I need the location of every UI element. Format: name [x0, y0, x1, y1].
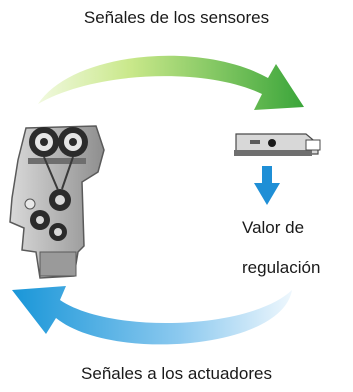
sensor-signals-label: Señales de los sensores — [83, 8, 270, 27]
sensor-signal-arrow — [38, 55, 304, 110]
regulation-value-arrow — [254, 166, 280, 205]
actuator-signals-label: Señales a los actuadores — [81, 364, 272, 383]
value-label-line1: Valor de — [242, 218, 305, 237]
actuator-signal-arrow — [12, 286, 292, 345]
engine-icon — [9, 125, 105, 279]
value-label-line2: regulación — [242, 258, 321, 277]
control-unit-icon — [234, 133, 321, 156]
